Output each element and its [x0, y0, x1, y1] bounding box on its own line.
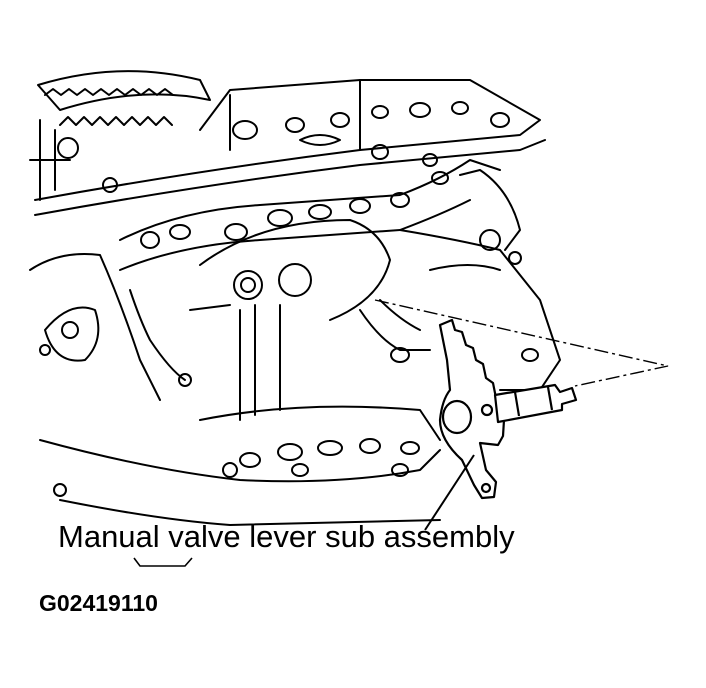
manual-valve-lever — [438, 318, 578, 500]
alignment-line — [374, 299, 669, 387]
figure-id: G02419110 — [39, 590, 158, 616]
valve-body-drawing — [29, 70, 561, 526]
part-label: Manual valve lever sub assembly — [58, 519, 515, 554]
leader-line — [424, 454, 475, 531]
label-bracket — [133, 557, 193, 567]
